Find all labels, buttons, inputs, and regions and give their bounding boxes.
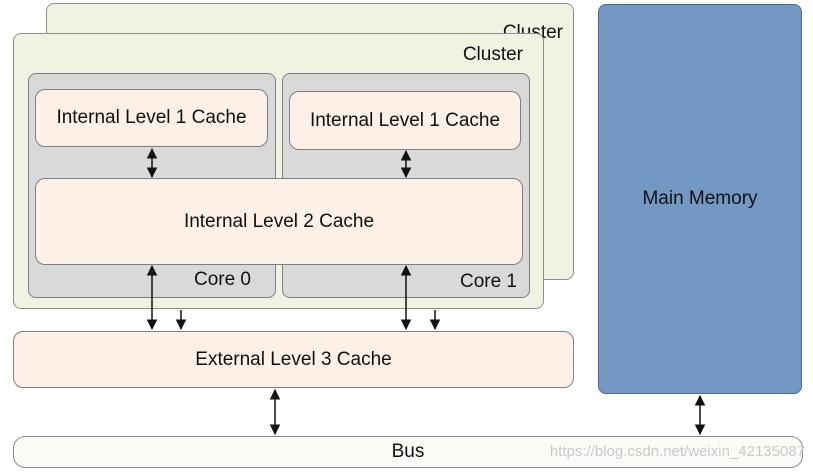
l1-cache-core-1: Internal Level 1 Cache bbox=[289, 91, 521, 150]
core-1-label: Core 1 bbox=[459, 271, 517, 292]
cluster-front-label: Cluster bbox=[462, 44, 523, 65]
l2-cache: Internal Level 2 Cache bbox=[35, 178, 523, 265]
main-memory: Main Memory bbox=[598, 4, 802, 394]
l1-cache-core-0: Internal Level 1 Cache bbox=[35, 89, 268, 147]
bus: Bus bbox=[13, 436, 803, 468]
l3-cache: External Level 3 Cache bbox=[13, 331, 574, 388]
core-0-label: Core 0 bbox=[193, 269, 251, 290]
watermark: https://blog.csdn.net/weixin_42135087 bbox=[549, 443, 805, 460]
